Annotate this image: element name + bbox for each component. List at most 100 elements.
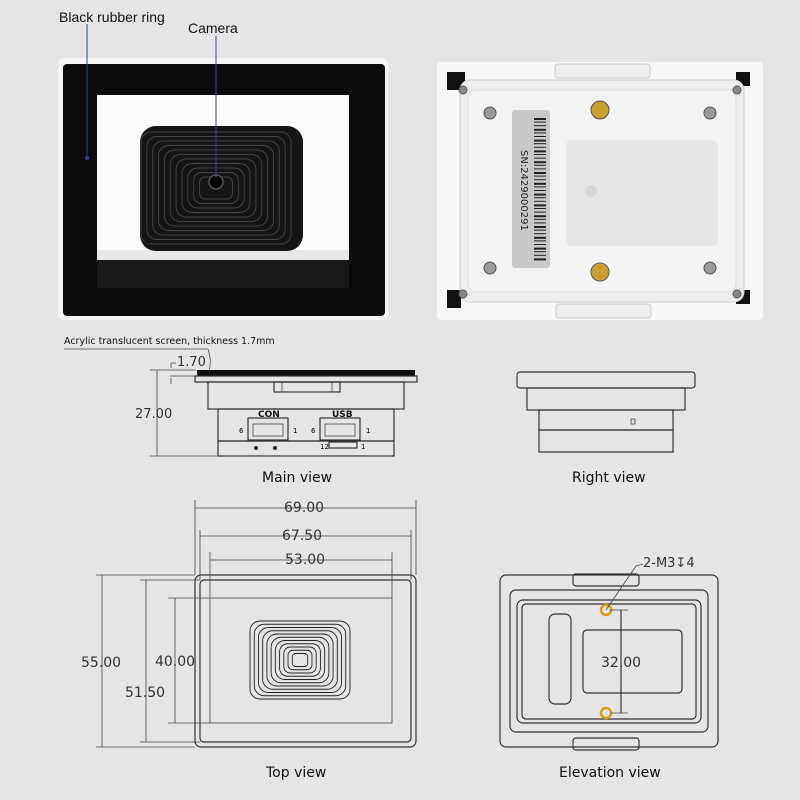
con-pin-end: 1 (293, 427, 297, 435)
barcode-bar (534, 161, 546, 164)
back-photo: SN:2429000291 (437, 62, 763, 320)
barcode-bar (534, 200, 546, 202)
barcode-bar (534, 128, 546, 131)
rubber-ring-label: Black rubber ring (59, 9, 165, 25)
barcode-bar (534, 236, 546, 239)
screw-icon (732, 85, 742, 95)
barcode-bar (534, 240, 546, 242)
barcode-bar (534, 157, 546, 159)
dim-screen-width: 53.00 (285, 552, 325, 568)
camera-ring (262, 630, 338, 690)
serial-number: SN:2429000291 (518, 150, 529, 231)
camera-ring (270, 636, 330, 684)
barcode-bar (534, 164, 546, 166)
barcode-bar (534, 244, 546, 245)
con-connector-label: CON (258, 410, 280, 420)
top-view-caption: Top view (265, 765, 326, 781)
serial-label (512, 110, 550, 268)
front-photo: Black rubber ring Camera (58, 9, 388, 320)
barcode-bar (534, 182, 546, 185)
dim-outer-width: 69.00 (284, 500, 324, 516)
top-view-camera-rings (249, 620, 351, 700)
camera-ring (253, 623, 347, 697)
barcode-bar (534, 172, 546, 174)
dim-body-height: 51.50 (125, 685, 165, 701)
barcode-bar (534, 258, 546, 261)
camera-ring (283, 646, 317, 674)
barcode-bar (534, 229, 546, 231)
barcode-bar (534, 247, 546, 250)
camera-ring (274, 640, 326, 680)
barcode-bar (534, 143, 546, 145)
barcode-bar (534, 175, 546, 177)
screw-icon (483, 261, 497, 275)
usb-c-pin-end: 1 (361, 443, 365, 451)
barcode-bar (534, 179, 546, 181)
camera-ring (258, 627, 343, 693)
barcode-bar (534, 150, 546, 153)
screw-icon (703, 261, 717, 275)
barcode (534, 118, 546, 261)
barcode-bar (534, 121, 546, 123)
dim-body-width: 67.50 (282, 528, 322, 544)
dim-screw-spacing: 32.00 (601, 655, 641, 671)
barcode-bar (534, 204, 546, 207)
elevation-view-caption: Elevation view (559, 765, 661, 781)
camera-ring (279, 643, 321, 677)
barcode-bar (534, 208, 546, 209)
usb-connector-label: USB (332, 410, 353, 420)
barcode-bar (534, 190, 546, 191)
main-view-caption: Main view (262, 470, 332, 486)
barcode-bar (534, 139, 546, 142)
barcode-bar (534, 186, 546, 188)
barcode-bar (534, 146, 546, 148)
camera-window (140, 126, 303, 251)
screw-icon (483, 106, 497, 120)
barcode-bar (534, 154, 546, 155)
screw-icon (703, 106, 717, 120)
screw-icon (458, 85, 468, 95)
barcode-bar (534, 132, 546, 134)
barcode-bar (534, 136, 546, 137)
barcode-bar (534, 215, 546, 218)
screw-spec: 2-M3↧4 (643, 556, 695, 571)
barcode-bar (534, 125, 546, 127)
barcode-bar (534, 251, 546, 253)
main-view: CON USB 6 1 6 1 12 1 1.70 27.00 Main vie… (135, 355, 418, 486)
camera-ring (291, 653, 309, 667)
barcode-bar (534, 211, 546, 213)
back-screws (458, 85, 742, 299)
camera-ring (266, 633, 334, 687)
barcode-bar (534, 197, 546, 199)
acrylic-note: Acrylic translucent screen, thickness 1.… (64, 336, 275, 347)
right-view: Right view (516, 371, 696, 486)
dim-outer-height: 55.00 (81, 655, 121, 671)
barcode-bar (534, 226, 546, 228)
usb-c-pin-start: 12 (320, 443, 329, 451)
dim-screen-thickness: 1.70 (177, 355, 206, 370)
usb-pin-start: 6 (311, 427, 316, 435)
usb-pin-end: 1 (366, 427, 370, 435)
dim-height: 27.00 (135, 407, 172, 422)
barcode-bar (534, 168, 546, 170)
barcode-bar (534, 218, 546, 220)
screw-icon (590, 262, 610, 282)
top-view: 69.00 67.50 53.00 55.00 51.50 40.00 Top … (81, 500, 417, 781)
screw-icon (458, 289, 468, 299)
barcode-bar (534, 222, 546, 224)
screw-icon (732, 289, 742, 299)
barcode-bar (534, 254, 546, 256)
barcode-bar (534, 233, 546, 235)
con-pin-start: 6 (239, 427, 244, 435)
back-window (566, 140, 718, 246)
elevation-view: 2-M3↧4 32.00 Elevation view (499, 556, 719, 781)
screw-hole-bottom-icon (599, 706, 613, 720)
screw-icon (590, 100, 610, 120)
right-view-caption: Right view (572, 470, 646, 486)
barcode-bar (534, 118, 546, 120)
camera-ring (249, 620, 351, 700)
dim-screen-height: 40.00 (155, 654, 195, 670)
barcode-bar (534, 193, 546, 196)
